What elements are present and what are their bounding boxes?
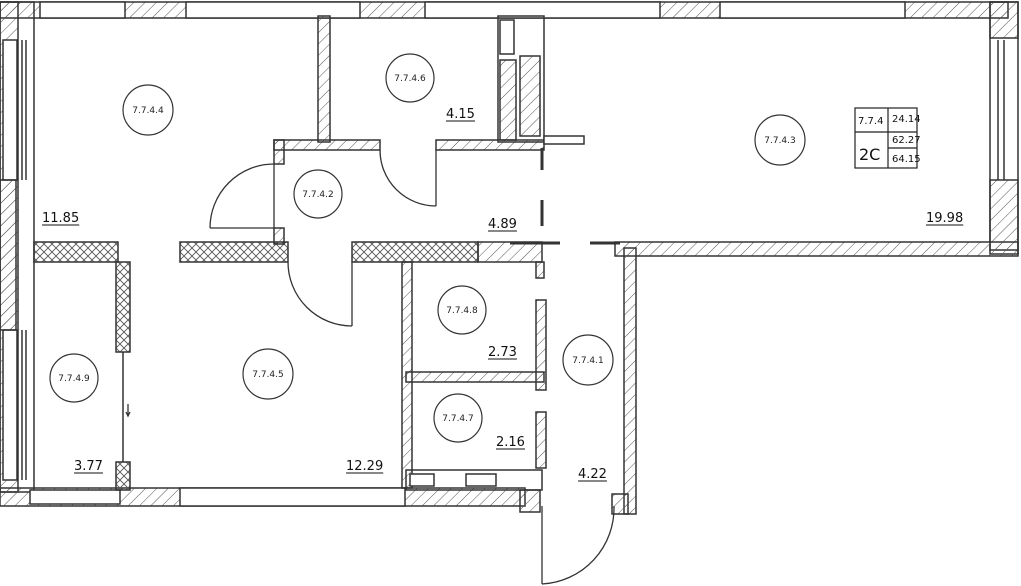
room-area: 4.15 — [446, 107, 475, 122]
room-number: 7.7.4.9 — [58, 374, 90, 384]
apartment-type: 2С — [859, 145, 880, 164]
room-7-7-4-9: 7.7.4.9 3.77 — [49, 353, 103, 474]
outer-walls — [0, 1, 1019, 515]
room-marker-circle — [754, 114, 806, 166]
room-labels: 7.7.4.411.857.7.4.64.157.7.4.24.897.7.4.… — [42, 53, 964, 482]
room-7-7-4-1: 7.7.4.1 4.22 — [562, 334, 614, 482]
room-number: 7.7.4.4 — [132, 106, 164, 116]
living-area: 24.14 — [892, 114, 921, 125]
room-7-7-4-2: 7.7.4.2 4.89 — [293, 169, 517, 232]
apartment-number: 7.7.4 — [858, 116, 883, 127]
room-number: 7.7.4.2 — [302, 190, 334, 200]
room-number: 7.7.4.5 — [252, 370, 284, 380]
room-7-7-4-4: 7.7.4.4 11.85 — [42, 84, 174, 226]
apartment-tag: 7.7.4 2С 24.14 62.27 64.15 — [854, 107, 921, 169]
room-number: 7.7.4.8 — [446, 306, 478, 316]
room-number: 7.7.4.3 — [764, 136, 796, 146]
room-area: 2.16 — [496, 435, 525, 450]
doors — [125, 149, 615, 585]
total-area-with-balcony: 64.15 — [892, 154, 921, 165]
room-area: 2.73 — [488, 345, 517, 360]
room-marker-circle — [385, 53, 435, 103]
room-area: 19.98 — [926, 211, 963, 226]
room-marker-circle — [293, 169, 343, 219]
room-area: 4.22 — [578, 467, 607, 482]
room-marker-circle — [437, 285, 487, 335]
room-7-7-4-7: 7.7.4.7 2.16 — [433, 393, 525, 450]
room-area: 11.85 — [42, 211, 79, 226]
room-marker-circle — [562, 334, 614, 386]
room-7-7-4-6: 7.7.4.6 4.15 — [385, 53, 475, 122]
interior-walls — [33, 15, 629, 515]
room-number: 7.7.4.7 — [442, 414, 474, 424]
room-number: 7.7.4.1 — [572, 356, 604, 366]
room-area: 3.77 — [74, 459, 103, 474]
room-7-7-4-5: 7.7.4.5 12.29 — [242, 348, 384, 474]
room-marker-circle — [122, 84, 174, 136]
room-area: 12.29 — [346, 459, 383, 474]
total-area: 62.27 — [892, 135, 921, 146]
room-marker-circle — [49, 353, 99, 403]
room-number: 7.7.4.6 — [394, 74, 426, 84]
room-7-7-4-8: 7.7.4.8 2.73 — [437, 285, 517, 360]
room-7-7-4-3: 7.7.4.3 19.98 — [754, 114, 964, 226]
room-marker-circle — [433, 393, 483, 443]
room-area: 4.89 — [488, 217, 517, 232]
room-marker-circle — [242, 348, 294, 400]
